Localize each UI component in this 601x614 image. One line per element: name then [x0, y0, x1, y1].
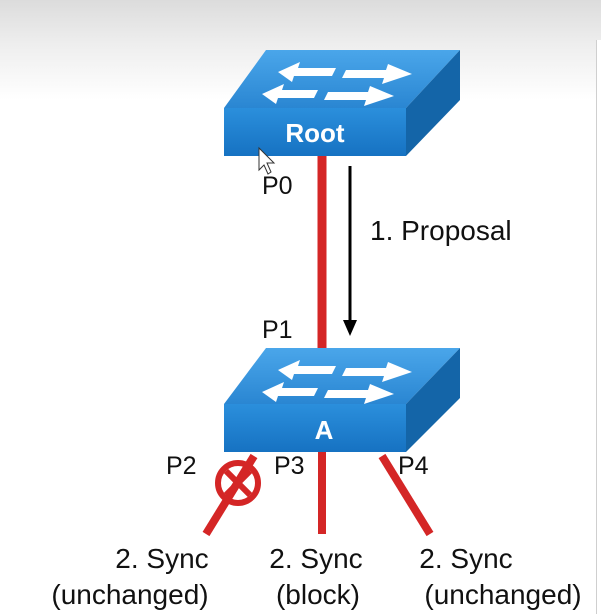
switch-a: A [224, 348, 460, 452]
port-label-p4: P4 [398, 452, 429, 480]
port-label-p2: P2 [166, 452, 197, 480]
proposal-label: 1. Proposal [370, 215, 512, 246]
port-label-p0: P0 [262, 172, 293, 200]
sync-label-p4-line2: (unchanged) [424, 579, 581, 610]
port-label-p1: P1 [262, 316, 293, 344]
sync-label-p4-line1: 2. Sync [419, 543, 512, 574]
port-label-p3: P3 [274, 452, 305, 480]
window-edge [596, 40, 601, 614]
switch-icon [224, 50, 460, 156]
sync-label-p3-line2: (block) [276, 579, 360, 610]
root-switch: Root [224, 50, 460, 156]
link-p4 [378, 453, 434, 537]
sync-label-p3-line1: 2. Sync [269, 543, 362, 574]
blocked-port-icon [215, 460, 261, 506]
sync-label-p2-line1: 2. Sync [115, 543, 208, 574]
mouse-cursor-icon [258, 146, 276, 175]
root-switch-label: Root [285, 118, 345, 148]
sync-label-p2-line2: (unchanged) [51, 579, 208, 610]
switch-a-label: A [315, 415, 334, 445]
switch-icon [224, 348, 460, 452]
proposal-arrow [343, 166, 357, 336]
